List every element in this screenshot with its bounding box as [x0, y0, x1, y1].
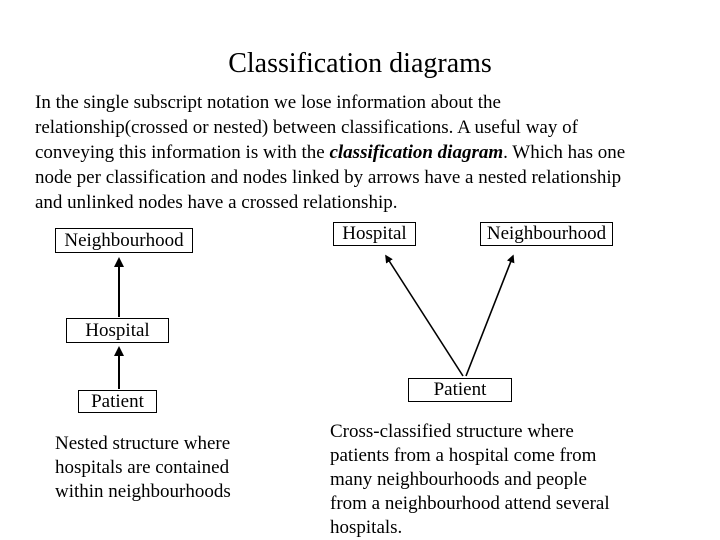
- crossed-node-neighbourhood-label: Neighbourhood: [486, 223, 607, 244]
- caption-line: patients from a hospital come from: [330, 445, 597, 466]
- nested-node-hospital: Hospital: [66, 318, 169, 343]
- intro-line3-post: . Which has one: [503, 142, 626, 163]
- crossed-node-patient: Patient: [408, 378, 512, 402]
- caption-line: from a neighbourhood attend several: [330, 493, 610, 514]
- crossed-node-hospital: Hospital: [333, 222, 416, 246]
- crossed-node-patient-label: Patient: [433, 379, 487, 400]
- nested-node-hospital-label: Hospital: [85, 319, 150, 341]
- slide-title: Classification diagrams: [228, 48, 492, 79]
- crossed-node-neighbourhood: Neighbourhood: [480, 222, 613, 246]
- nested-node-neighbourhood: Neighbourhood: [55, 228, 193, 253]
- crossed-arrow-patient-to-hospital-icon: [385, 254, 464, 377]
- caption-line: hospitals are contained: [55, 457, 230, 478]
- caption-line: hospitals.: [330, 517, 403, 538]
- nested-node-patient-label: Patient: [91, 390, 144, 412]
- caption-line: Nested structure where: [55, 433, 231, 454]
- intro-line: relationship(crossed or nested) between …: [35, 117, 578, 138]
- nested-node-patient: Patient: [78, 390, 157, 413]
- intro-emphasis-classification-diagram: classification diagram: [329, 142, 504, 163]
- intro-line: In the single subscript notation we lose…: [35, 92, 501, 113]
- crossed-arrow-patient-to-neighbourhood-icon: [465, 254, 515, 377]
- intro-line3-pre: conveying this information is with the: [35, 142, 330, 163]
- intro-line: node per classification and nodes linked…: [35, 167, 622, 188]
- nested-node-neighbourhood-label: Neighbourhood: [64, 229, 184, 251]
- nested-diagram-caption: Nested structure where hospitals are con…: [55, 432, 231, 504]
- caption-line: many neighbourhoods and people: [330, 469, 587, 490]
- caption-line: within neighbourhoods: [55, 481, 231, 502]
- caption-line: Cross-classified structure where: [330, 421, 574, 442]
- crossed-diagram-caption: Cross-classified structure where patient…: [330, 420, 610, 540]
- intro-line: and unlinked nodes have a crossed relati…: [35, 192, 398, 213]
- intro-line: conveying this information is with the c…: [35, 140, 705, 165]
- crossed-node-hospital-label: Hospital: [342, 223, 407, 244]
- intro-paragraph: In the single subscript notation we lose…: [35, 90, 705, 215]
